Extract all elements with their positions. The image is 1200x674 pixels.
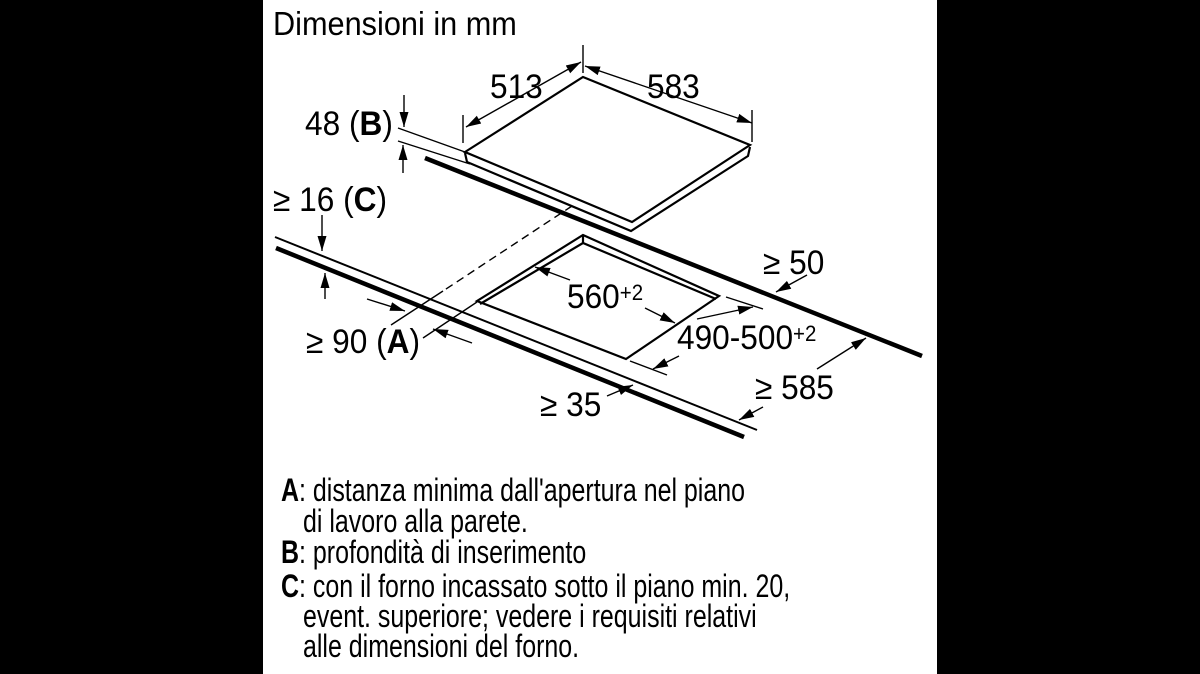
- worktop-cutout: [474, 233, 722, 361]
- dim-585-arrow-down: [738, 406, 764, 421]
- dim-50-arrow: [775, 274, 808, 293]
- legend-line-b: B: profondità di inserimento: [281, 534, 587, 570]
- dim-90-arrow-right: [432, 328, 473, 344]
- page-title: Dimensioni in mm: [273, 5, 517, 42]
- dim-490-arrow-down: [652, 355, 680, 370]
- hob-height-extension-lines: [397, 127, 471, 165]
- legend-line-a2: di lavoro alla parete.: [303, 503, 528, 539]
- dim-585-arrow-up: [816, 337, 867, 370]
- extension-ticks: [462, 45, 753, 143]
- dim-35-label: ≥ 35: [540, 386, 602, 424]
- dim-560-arrow-right: [644, 307, 676, 324]
- dim-48B-label: 48 (B): [305, 105, 393, 143]
- dim-50-label: ≥ 50: [763, 244, 825, 282]
- projection-dashed-line: [442, 205, 573, 292]
- legend-line-a: A: distanza minima dall'apertura nel pia…: [281, 472, 746, 508]
- hob-glass-edge: [463, 146, 752, 233]
- dim-583-line: [584, 65, 753, 124]
- worktop-front-edge: [274, 236, 758, 440]
- dim-583-label: 583: [647, 68, 700, 106]
- wall-line: [424, 155, 923, 359]
- dim-513-line: [465, 61, 582, 128]
- installation-drawing: [274, 45, 923, 440]
- dim-90A-label: ≥ 90 (A): [306, 323, 421, 361]
- dim-90-arrow-left: [366, 298, 406, 312]
- legend-line-c3: alle dimensioni del forno.: [303, 628, 580, 664]
- cutout-edge-extension-left: [422, 301, 478, 339]
- dim-560-arrow-left: [534, 266, 571, 281]
- legend-line-c: C: con il forno incassato sotto il piano…: [281, 568, 791, 604]
- dim-490-arrow-up: [696, 305, 754, 320]
- dim-16C-label: ≥ 16 (C): [273, 181, 388, 219]
- dim-490-500-label: 490-500+2: [677, 319, 817, 357]
- legend-line-c2: event. superiore; vedere i requisiti rel…: [303, 598, 757, 634]
- dim-35-arrow: [606, 384, 634, 397]
- dim-585-label: ≥ 585: [755, 369, 834, 407]
- diagram-panel: Dimensioni in mm 513 583 48 (B) ≥ 16 (C)…: [263, 0, 937, 674]
- projection-line-end: [390, 290, 444, 326]
- dimension-arrows: [317, 61, 867, 421]
- cutout-edge-extension-front: [629, 360, 668, 376]
- cutout-edge-extension-right: [725, 296, 764, 310]
- dim-560-label: 560+2: [567, 278, 644, 316]
- dim-513-label: 513: [490, 68, 543, 106]
